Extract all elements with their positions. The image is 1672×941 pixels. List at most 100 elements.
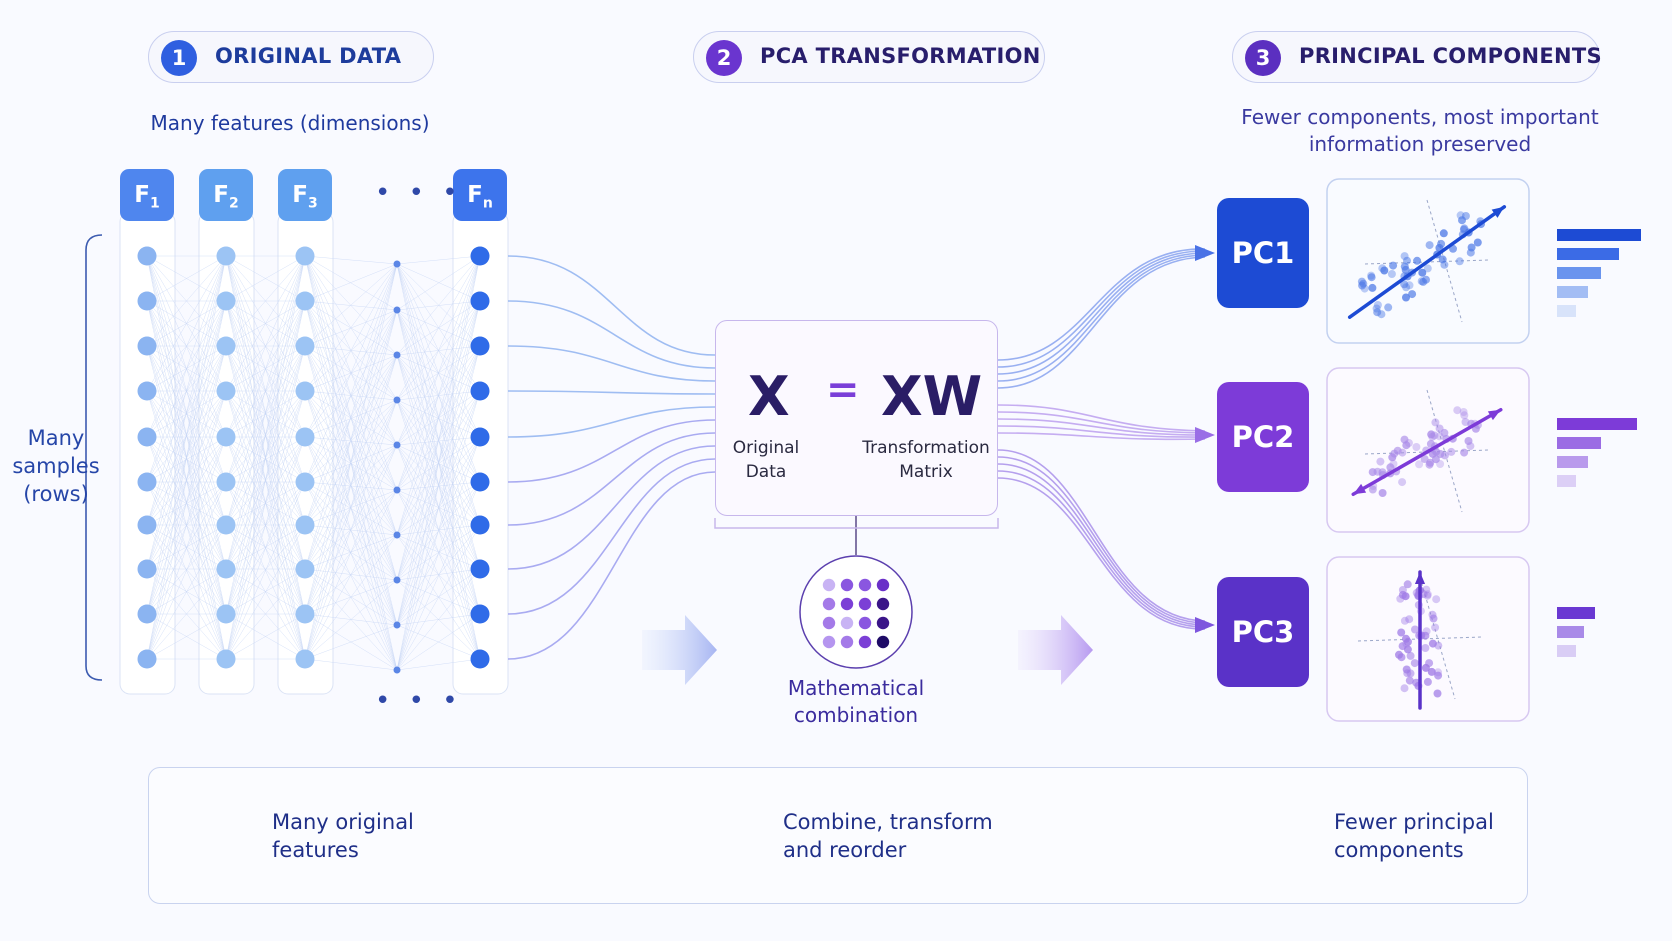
output-flow-line xyxy=(997,418,1206,436)
sample-dots xyxy=(137,246,490,674)
sample-dot xyxy=(137,649,157,669)
mesh-line xyxy=(146,345,227,660)
mesh-line xyxy=(146,390,227,483)
scatter-point xyxy=(1401,592,1410,601)
mesh-line xyxy=(225,255,306,570)
mesh-line xyxy=(146,613,227,660)
mesh-line xyxy=(225,613,306,660)
scatter-point xyxy=(1459,408,1468,416)
pc2-direction-arrow xyxy=(1351,408,1503,496)
variance-bar xyxy=(1557,456,1588,468)
output-flow-line xyxy=(997,252,1206,375)
mesh-line xyxy=(146,300,227,660)
scatter-point xyxy=(1380,266,1389,275)
output-flow-line xyxy=(997,256,1206,389)
flow-line xyxy=(507,255,716,356)
scatter-point xyxy=(1429,614,1438,623)
mesh-line xyxy=(304,255,398,265)
sample-dot xyxy=(470,649,490,669)
combination-dot xyxy=(876,635,890,649)
mesh-line xyxy=(304,444,398,483)
flow-line xyxy=(507,390,716,395)
arrowhead xyxy=(1491,206,1505,218)
mesh-line xyxy=(225,436,306,660)
sample-dot xyxy=(216,336,236,356)
step-2-title: PCA TRANSFORMATION xyxy=(760,44,1041,68)
variance-bar xyxy=(1557,229,1641,241)
scatter-point xyxy=(1403,580,1412,589)
mesh-line xyxy=(146,481,227,660)
rows-label: Many samples (rows) xyxy=(10,424,102,508)
variance-bars xyxy=(1557,229,1641,657)
scatter-point xyxy=(1389,261,1398,270)
output-flow-line xyxy=(997,248,1206,361)
math-box-underline xyxy=(714,518,999,529)
scatter-point xyxy=(1402,283,1411,292)
scatter-point xyxy=(1421,644,1430,652)
mesh-line xyxy=(304,263,398,570)
step-2-pill: 2 PCA TRANSFORMATION xyxy=(693,31,1045,83)
scatter-point xyxy=(1423,264,1432,273)
scatter-point xyxy=(1425,460,1434,469)
mesh-line xyxy=(146,436,227,660)
rows-label-line-3: (rows) xyxy=(23,482,89,506)
legend-item-1: Many original features xyxy=(272,808,414,864)
scatter-point xyxy=(1433,689,1442,698)
flow-line xyxy=(507,471,716,660)
mesh-line xyxy=(396,255,481,446)
sample-dot xyxy=(137,246,157,266)
mesh-line xyxy=(304,481,398,491)
scatter-point xyxy=(1440,451,1449,460)
sample-dot xyxy=(137,291,157,311)
left-caption-line-2: Data xyxy=(745,462,787,482)
caption-line-2: information preserved xyxy=(1308,132,1532,156)
step-1-pill: 1 ORIGINAL DATA xyxy=(148,31,434,83)
scatter-point xyxy=(1406,651,1415,660)
pc-scatter-plots xyxy=(1347,199,1507,710)
sample-dot xyxy=(216,649,236,669)
rows-label-line-2: samples xyxy=(12,454,100,478)
scatter-point xyxy=(1437,239,1446,248)
input-flow-lines xyxy=(507,255,716,660)
mesh-line xyxy=(146,390,227,660)
step-3-pill: 3 PRINCIPAL COMPONENTS xyxy=(1232,31,1602,83)
combination-dot xyxy=(840,635,854,649)
scatter-point xyxy=(1386,463,1395,472)
scatter-point xyxy=(1411,625,1419,634)
combination-dot xyxy=(840,578,854,592)
pc3-box: PC3 xyxy=(1217,577,1309,687)
mesh-line xyxy=(396,255,481,311)
sample-dot xyxy=(137,515,157,535)
legend-panel: Many original features Combine, transfor… xyxy=(148,767,1528,904)
combination-dot xyxy=(858,635,872,649)
sample-dot xyxy=(470,515,490,535)
flow-line xyxy=(507,345,716,382)
combination-dot xyxy=(822,635,836,649)
sample-dot xyxy=(470,291,490,311)
scatter-point xyxy=(1402,634,1410,643)
legend-item-3-line-1: Fewer principal xyxy=(1334,810,1494,834)
sample-dot xyxy=(470,472,490,492)
mesh-line xyxy=(225,436,306,483)
mesh-line xyxy=(304,390,398,626)
mesh-line xyxy=(304,624,398,660)
scatter-point xyxy=(1434,641,1443,650)
mesh-line xyxy=(396,255,481,626)
mesh-line xyxy=(304,390,398,581)
rows-bracket xyxy=(85,234,103,681)
mesh-line xyxy=(304,263,398,483)
scatter-point xyxy=(1367,273,1376,282)
scatter-point xyxy=(1473,238,1482,247)
mesh-line xyxy=(225,345,306,483)
mesh-line xyxy=(146,255,227,660)
scatter-point xyxy=(1418,268,1427,277)
feature-badge-f2: F2 xyxy=(199,169,253,221)
flow-line xyxy=(507,458,716,615)
scatter-point xyxy=(1396,594,1405,603)
mesh-line xyxy=(304,263,398,302)
mesh-line xyxy=(225,255,306,660)
scatter-point xyxy=(1395,650,1403,659)
scatter-point xyxy=(1387,270,1396,278)
mesh-line xyxy=(146,255,227,302)
combination-dot xyxy=(876,616,890,630)
